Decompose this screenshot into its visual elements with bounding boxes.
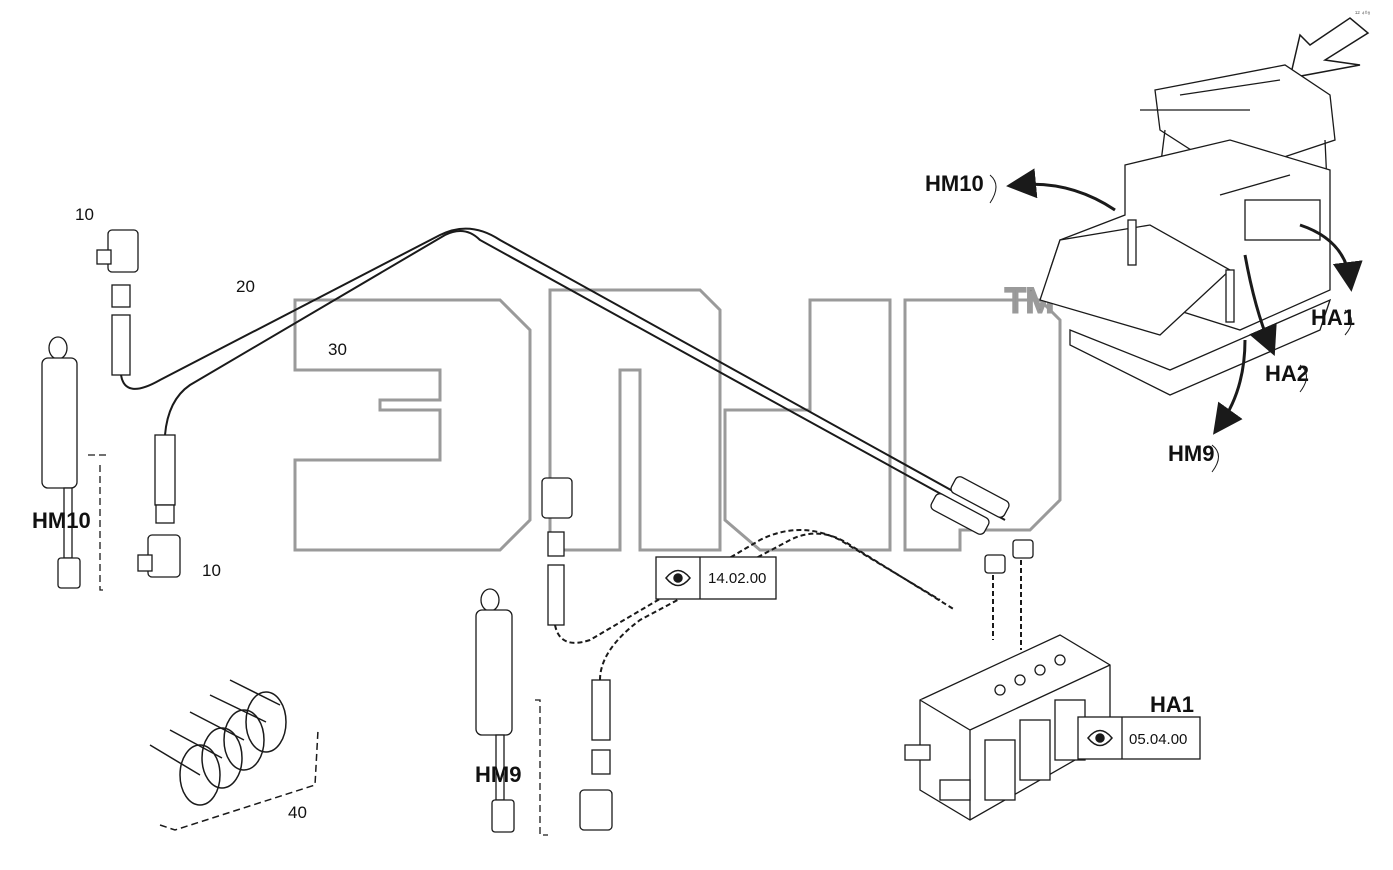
label-hm10-machine: HM10 xyxy=(925,171,984,196)
hose-end-fittings xyxy=(930,476,1034,574)
callout-arrows xyxy=(1006,168,1363,435)
dashed-hose-lines xyxy=(554,529,1022,681)
part-number-10-bottom: 10 xyxy=(202,561,221,580)
label-ha1-block: HA1 xyxy=(1150,692,1194,717)
label-ha2-machine: HA2 xyxy=(1265,361,1309,386)
hose-20 xyxy=(120,227,1006,521)
part-number-20: 20 xyxy=(236,277,255,296)
part-number-40: 40 xyxy=(288,803,307,822)
label-ha1-machine: HA1 xyxy=(1311,305,1355,330)
watermark-logo: TM xyxy=(293,281,1062,552)
reference-code-ha1: 05.04.00 xyxy=(1129,731,1187,748)
fitting-10-top xyxy=(96,229,139,376)
eye-icon xyxy=(1087,729,1113,747)
part-number-10-top: 10 xyxy=(75,205,94,224)
reference-box-center[interactable]: 14.02.00 xyxy=(655,556,777,600)
paver-machine xyxy=(1039,64,1336,396)
label-hm10-left: HM10 xyxy=(32,508,91,533)
fitting-center-top xyxy=(541,477,573,626)
clamp-set-40 xyxy=(149,679,319,831)
reference-code-center: 14.02.00 xyxy=(708,570,766,587)
hose-30 xyxy=(164,230,971,511)
eye-icon xyxy=(665,569,691,587)
reference-box-ha1[interactable]: 05.04.00 xyxy=(1077,716,1201,760)
corner-mark: ¹² ⁴⁰⁸ xyxy=(1355,10,1370,18)
cylinder-hm9 xyxy=(475,588,548,836)
label-hm9: HM9 xyxy=(475,762,521,787)
valve-block-ha1 xyxy=(904,634,1111,821)
cylinder-hm10-left xyxy=(41,336,108,591)
label-hm9-machine: HM9 xyxy=(1168,441,1214,466)
orientation-arrow xyxy=(1289,17,1370,79)
part-number-30: 30 xyxy=(328,340,347,359)
fitting-center-bottom xyxy=(579,679,613,831)
fitting-10-bottom xyxy=(137,434,181,578)
